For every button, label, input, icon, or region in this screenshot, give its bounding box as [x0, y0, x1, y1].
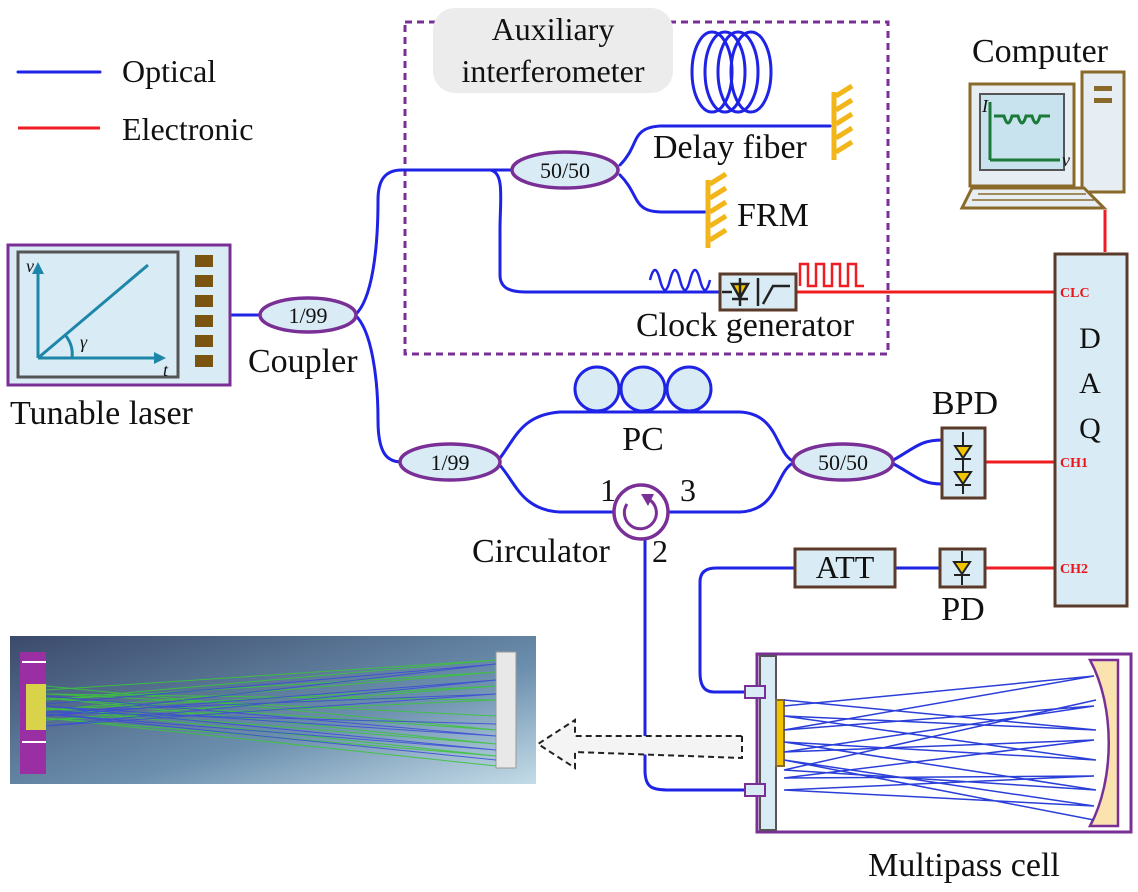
zoom-arrow	[536, 718, 743, 770]
monitor-plot	[988, 102, 1060, 162]
coupler-aux-split: 50/50	[510, 150, 620, 190]
tunable-laser-label: Tunable laser	[10, 395, 194, 432]
laser-plot-angle: γ	[80, 332, 88, 352]
daq-ch1-port: CH1	[1060, 456, 1088, 471]
legend: Optical Electronic	[16, 53, 253, 147]
coupler-aux-split-ratio: 50/50	[540, 158, 590, 183]
circulator	[612, 483, 670, 541]
frm-mirror-icon	[705, 171, 728, 248]
delay-mirror-icon	[831, 83, 854, 160]
computer-label: Computer	[972, 33, 1109, 70]
aux-interferometer-label-line1: Auxiliary	[492, 11, 615, 47]
clock-generator-label: Clock generator	[636, 307, 855, 344]
legend-optical-label: Optical	[122, 53, 216, 89]
circulator-port-2: 2	[652, 533, 668, 569]
pc-label: PC	[622, 421, 664, 458]
polarization-controller	[573, 365, 713, 413]
aux-interferometer-label-bg	[433, 8, 673, 93]
laser-screen	[16, 250, 180, 379]
circulator-port-1: 1	[600, 472, 616, 508]
multipass-cell	[744, 652, 1133, 834]
monitor-plot-x-axis: ν	[1062, 150, 1070, 170]
computer: I ν	[959, 70, 1126, 210]
computer-tower	[1080, 70, 1126, 194]
daq: D A Q CLC CH1 CH2	[1053, 252, 1129, 608]
daq-letter-a: A	[1079, 367, 1101, 400]
pd-label: PD	[941, 591, 984, 628]
bpd	[940, 426, 987, 500]
ray-trace-image	[10, 636, 536, 784]
square-wave-icon	[798, 262, 864, 288]
frm-label: FRM	[737, 197, 809, 234]
daq-ch2-port: CH2	[1060, 562, 1088, 577]
bpd-label: BPD	[932, 385, 998, 422]
circulator-label: Circulator	[472, 533, 611, 570]
delay-fiber-coil	[690, 30, 773, 114]
coupler-label: Coupler	[248, 343, 358, 380]
coupler-bpd-split-ratio: 50/50	[818, 450, 868, 475]
coupler-main-split-ratio: 1/99	[430, 450, 469, 475]
circulator-port-3: 3	[680, 472, 696, 508]
delay-fiber-label: Delay fiber	[653, 129, 808, 166]
attenuator: ATT	[793, 547, 897, 589]
daq-letter-d: D	[1079, 322, 1101, 355]
tunable-laser: ν t γ	[6, 243, 232, 387]
sine-wave-icon	[648, 268, 712, 292]
laser-plot-x-axis: t	[163, 360, 169, 380]
multipass-cell-label: Multipass cell	[868, 847, 1060, 884]
daq-clc-port: CLC	[1060, 286, 1090, 301]
cell-concave-mirror	[1087, 658, 1120, 828]
att-label: ATT	[816, 549, 875, 585]
coupler-laser-split: 1/99	[258, 296, 358, 334]
coupler-laser-split-ratio: 1/99	[288, 303, 327, 328]
laser-plot-y-axis: ν	[26, 256, 34, 276]
legend-electronic-label: Electronic	[122, 111, 253, 147]
coupler-bpd-split: 50/50	[791, 442, 895, 482]
optical-paths	[230, 124, 944, 792]
monitor-plot-y-axis: I	[981, 96, 989, 116]
laser-buttons	[195, 255, 213, 367]
aux-interferometer-label-line2: interferometer	[462, 53, 645, 89]
coupler-main-split: 1/99	[398, 442, 502, 482]
daq-letter-q: Q	[1079, 412, 1101, 445]
electronic-paths	[796, 210, 1107, 570]
computer-keyboard	[959, 186, 1108, 210]
photodetector	[938, 547, 987, 589]
cell-beam-paths	[783, 675, 1097, 821]
clock-generator	[648, 262, 864, 312]
laser-sweep-plot	[32, 262, 166, 364]
